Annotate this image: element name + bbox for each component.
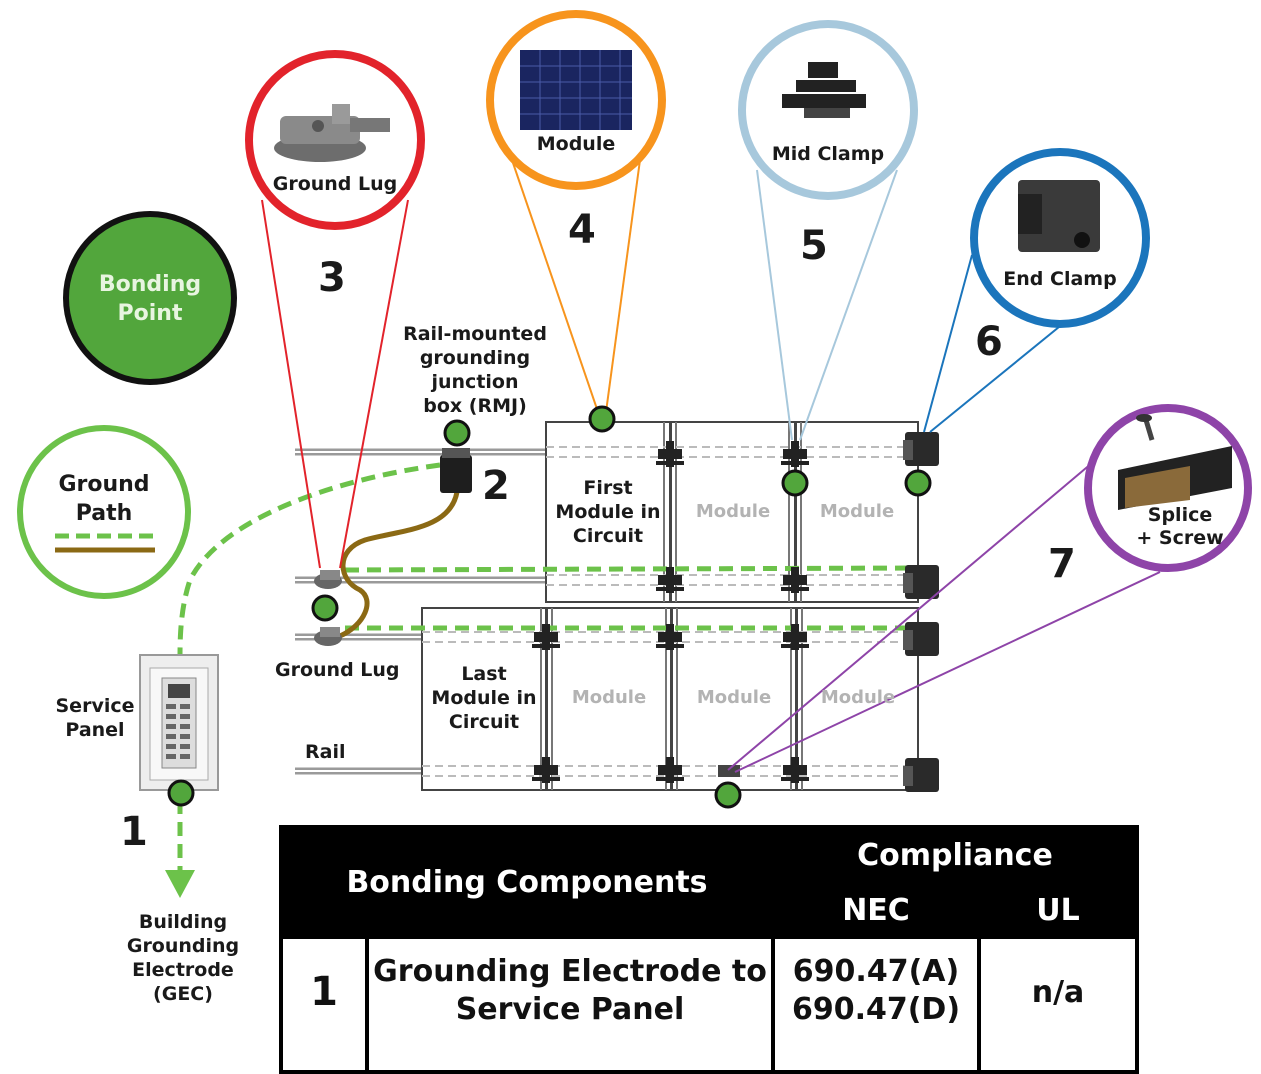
bonding-point-first-module <box>588 405 616 433</box>
header-bonding-components: Bonding Components <box>279 825 775 939</box>
number-3: 3 <box>318 255 346 301</box>
module-grid <box>421 421 919 791</box>
row-number: 1 <box>279 935 369 1074</box>
row-component: Grounding Electrode to Service Panel <box>365 935 775 1074</box>
header-ul: UL <box>977 881 1139 939</box>
header-compliance: Compliance <box>771 825 1139 885</box>
bonding-components-table: Bonding Components Compliance NEC UL 1 G… <box>279 825 1139 1074</box>
mid-clamp-icon <box>782 62 866 118</box>
callout-5-label: Mid Clamp <box>771 143 885 165</box>
ground-path-label: Ground Path <box>58 472 150 526</box>
bonding-point-service-panel <box>167 779 195 807</box>
callout-7-label: Splice + Screw <box>1136 504 1224 549</box>
number-6: 6 <box>975 319 1003 365</box>
solar-module-icon <box>520 50 632 130</box>
mid-clamps <box>532 441 809 783</box>
rmj-box-icon <box>440 448 472 493</box>
bonding-points <box>167 405 932 809</box>
callout-4-label: Module <box>536 133 616 155</box>
callout-6-label: End Clamp <box>1003 268 1117 290</box>
ground-wire <box>338 491 460 639</box>
row-ul: n/a <box>977 935 1139 1074</box>
table-row: 1 Grounding Electrode to Service Panel 6… <box>279 935 1139 1074</box>
module-label: Module <box>571 687 647 708</box>
number-4: 4 <box>568 207 596 253</box>
gec-label: Building Grounding Electrode (GEC) <box>126 911 240 1005</box>
bonding-point-mid-clamp <box>781 469 809 497</box>
bonding-point-rmj <box>443 419 471 447</box>
callout-leaders <box>261 159 1161 773</box>
rmj-label: Rail-mounted grounding junction box (RMJ… <box>403 323 547 417</box>
bonding-point-legend <box>63 211 237 385</box>
ground-path-legend <box>17 425 191 599</box>
end-clamp-icon <box>1018 180 1100 252</box>
bonding-point-label: Bonding Point <box>98 272 202 326</box>
row-nec: 690.47(A) 690.47(D) <box>771 935 981 1074</box>
service-panel-label: Service Panel <box>55 695 135 741</box>
arrow-to-gec <box>165 870 195 898</box>
splice-on-rail <box>718 765 740 777</box>
rail-label: Rail <box>305 741 346 763</box>
bonding-point-splice <box>714 781 742 809</box>
ground-lug-icon <box>274 104 390 162</box>
callout-3-label: Ground Lug <box>272 173 398 195</box>
bonding-point-end-clamp <box>904 469 932 497</box>
ground-lug-label: Ground Lug <box>275 659 400 681</box>
number-2: 2 <box>482 463 510 509</box>
number-7: 7 <box>1048 541 1076 587</box>
module-label: Module <box>695 501 771 522</box>
service-panel-icon <box>139 654 219 791</box>
number-5: 5 <box>800 223 828 269</box>
bonding-point-ground-lug <box>311 594 339 622</box>
bonding-diagram <box>17 10 1252 898</box>
end-clamps <box>903 432 939 792</box>
module-label: Module <box>820 687 896 708</box>
first-module-label: First Module in Circuit <box>555 477 661 547</box>
ground-lug-rail-icon <box>314 570 342 646</box>
module-label: Module <box>819 501 895 522</box>
last-module-label: Last Module in Circuit <box>431 663 537 733</box>
header-nec: NEC <box>771 881 981 939</box>
module-label: Module <box>696 687 772 708</box>
splice-screw-icon <box>1118 414 1232 510</box>
ground-path-dashed <box>177 462 919 870</box>
number-1: 1 <box>120 809 148 855</box>
